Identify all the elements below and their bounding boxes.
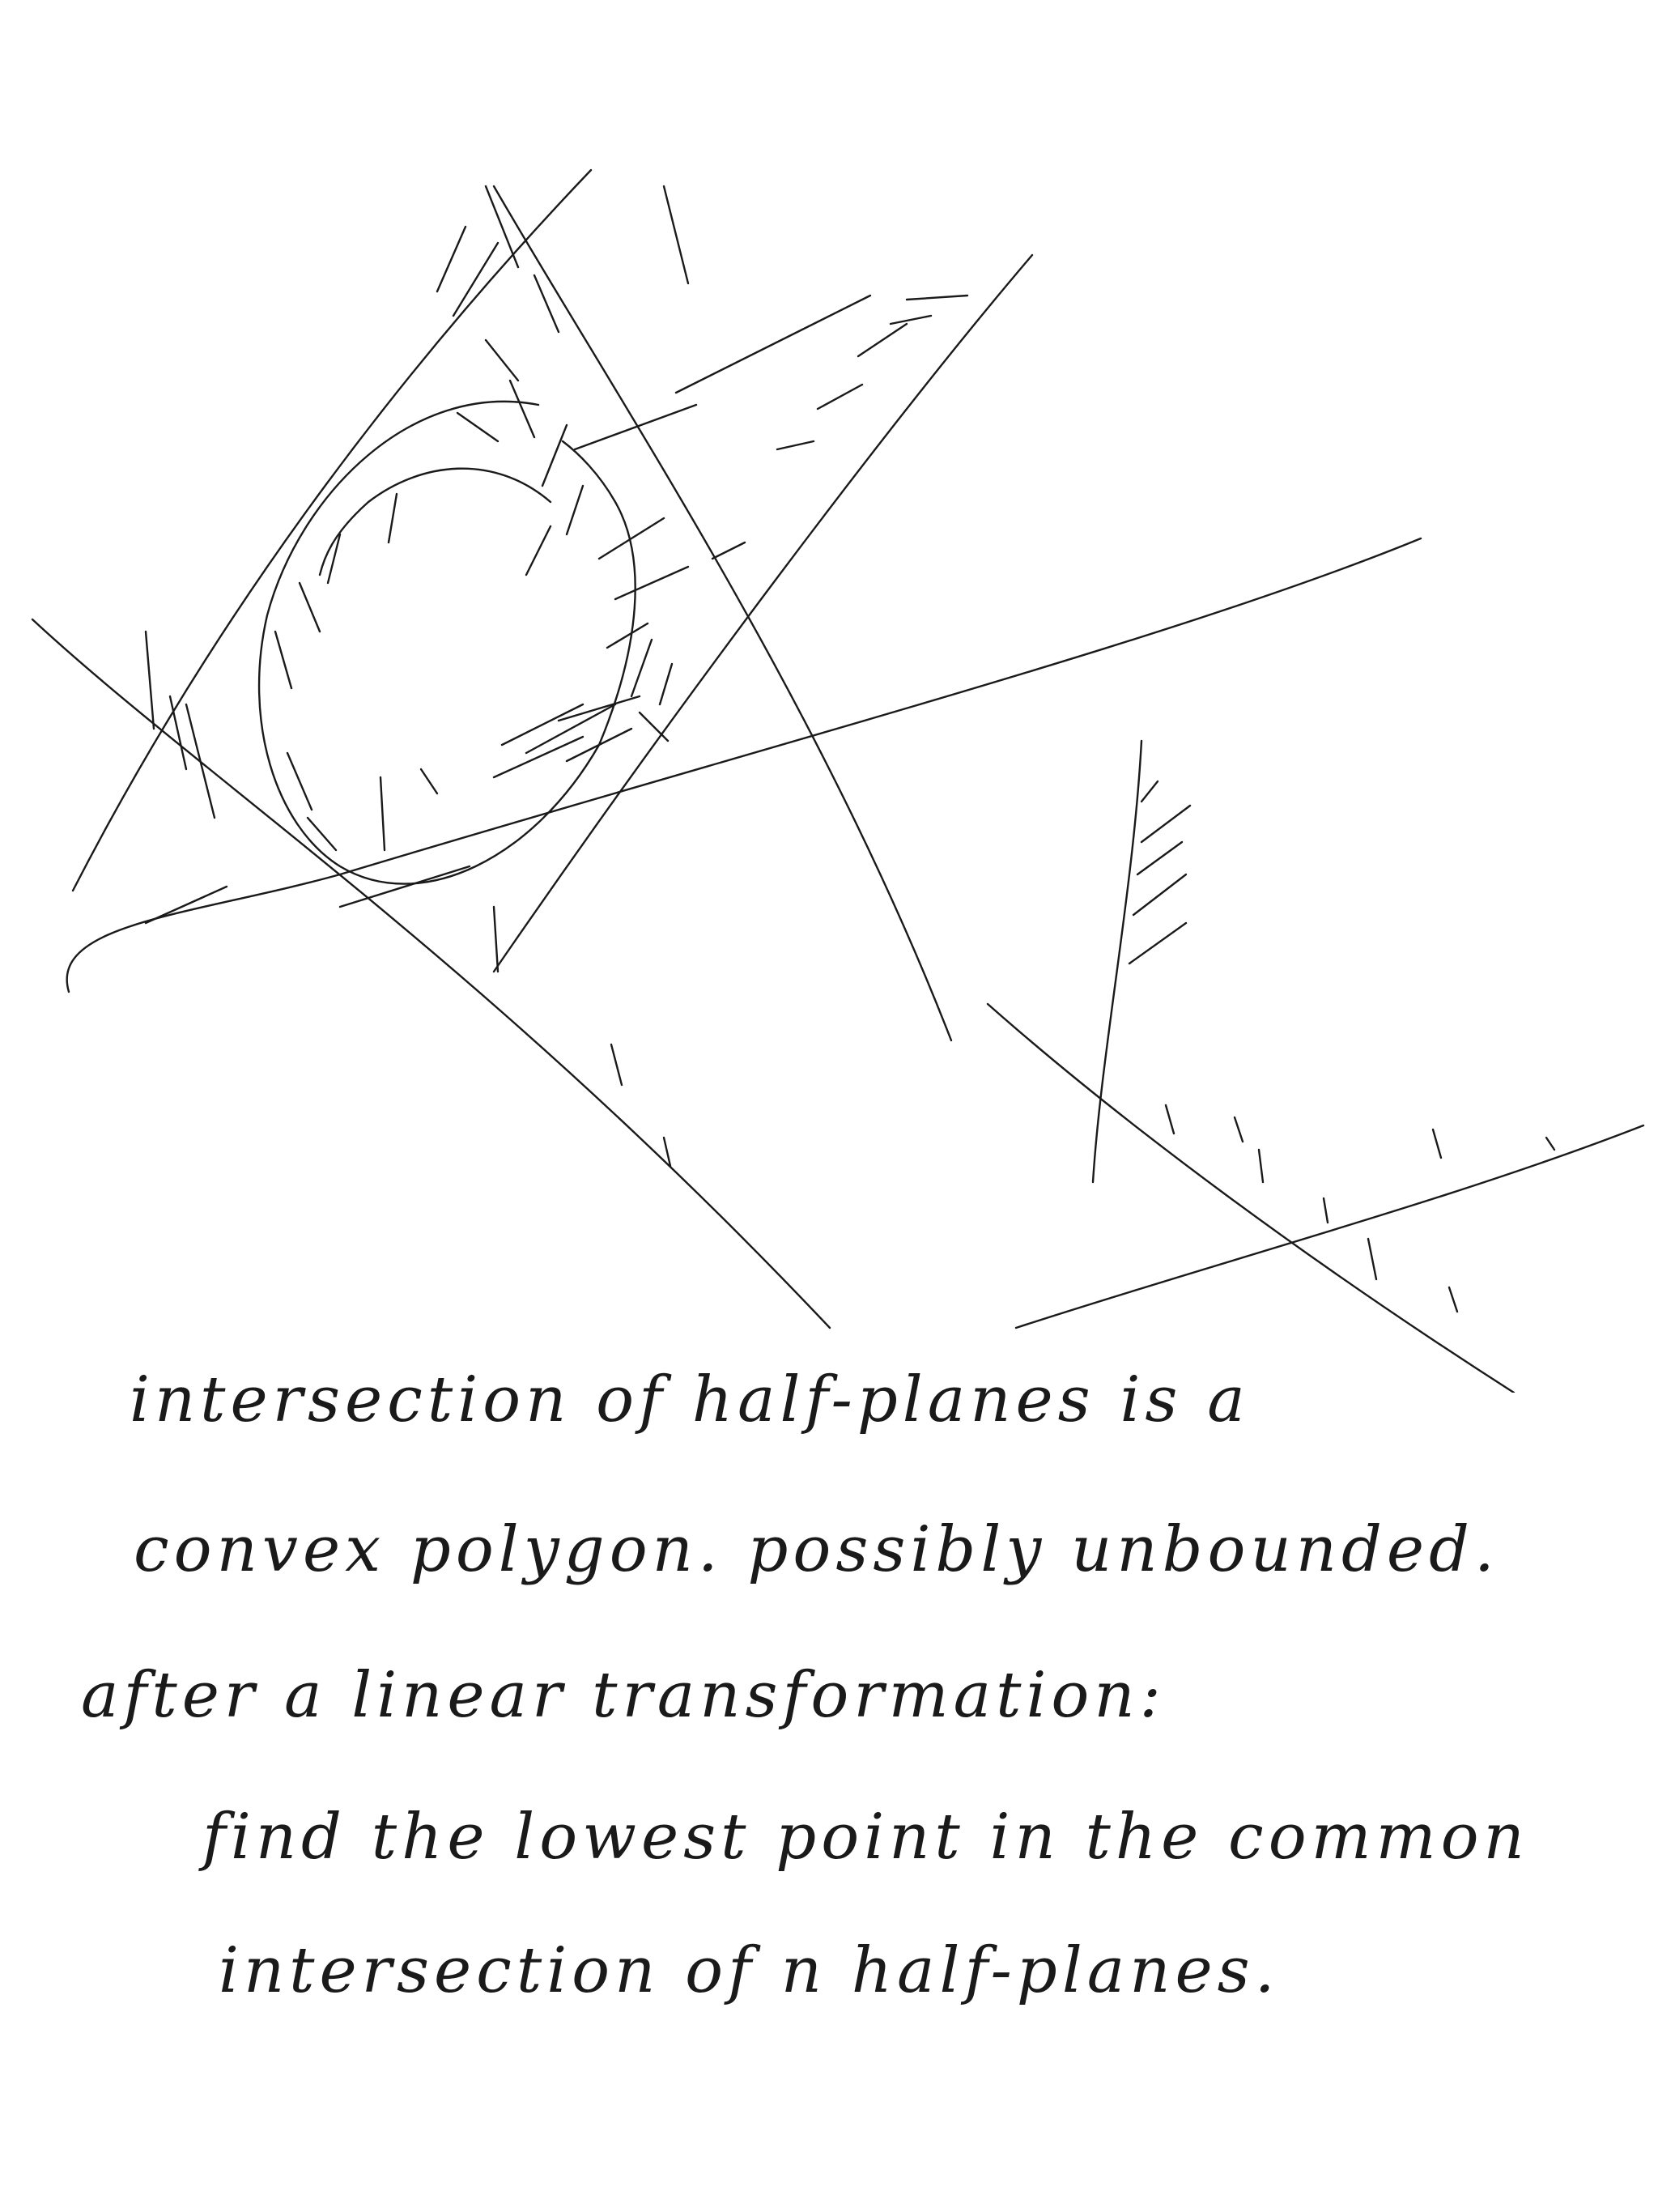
hatch (502, 704, 583, 745)
hatch (308, 818, 336, 850)
note-line-1: intersection of half-planes is a (130, 1368, 1250, 1431)
hatch (1546, 1138, 1554, 1150)
sketch-line-left-diagonal (32, 619, 830, 1328)
hatch (907, 296, 967, 300)
hatch (1129, 923, 1186, 963)
hatch (457, 413, 498, 441)
hatch (640, 713, 668, 741)
sketch-ellipse-inner (320, 469, 551, 575)
hatch (1449, 1287, 1457, 1312)
hatch (607, 623, 648, 648)
hatch (380, 777, 385, 850)
hatch (1235, 1117, 1243, 1142)
half-plane-sketch (0, 0, 1658, 1393)
sketch-line-right-vertical (1093, 741, 1141, 1182)
sketch-line-left-steep (73, 170, 591, 891)
hatch (660, 664, 672, 704)
hatch (664, 186, 688, 283)
sketch-line-right-shallow (1016, 1125, 1643, 1328)
hatch (340, 866, 470, 907)
note-line-4: find the lowest point in the common (202, 1806, 1529, 1869)
hatch (526, 704, 615, 753)
hatch (146, 632, 154, 729)
note-line-5: intersection of n half-planes. (219, 1939, 1280, 2002)
hatch (300, 583, 320, 632)
hatch (1137, 842, 1182, 874)
hatch (421, 769, 437, 793)
hatch (534, 275, 559, 332)
hatch (494, 907, 498, 972)
hatch (858, 324, 907, 356)
hatch (567, 729, 631, 761)
hatch (1166, 1105, 1174, 1134)
hatch (275, 632, 291, 688)
hatch (891, 316, 931, 324)
hatch (1324, 1198, 1328, 1223)
hatch (611, 1044, 622, 1085)
hatch (186, 704, 215, 818)
hatch (1141, 781, 1158, 802)
hatch (1368, 1239, 1376, 1279)
hatch (437, 227, 466, 291)
hatch (510, 381, 534, 437)
hatch (1259, 1150, 1263, 1182)
hatch (712, 542, 745, 559)
hatch (567, 486, 583, 534)
hatch (777, 441, 814, 449)
hatch (615, 567, 688, 599)
hatch (676, 296, 870, 393)
hatch (818, 385, 862, 409)
hatch (486, 340, 518, 381)
hatch (170, 696, 186, 769)
sketch-line-center-steep (494, 186, 951, 1040)
hatch (526, 526, 551, 575)
hatch (542, 425, 567, 486)
hatch (1141, 806, 1190, 842)
hatch (1133, 874, 1186, 915)
hatch (287, 753, 312, 810)
hatch (575, 405, 696, 449)
hatch (1433, 1129, 1441, 1158)
sketch-line-right-steep (494, 255, 1032, 972)
hatch (559, 696, 640, 721)
note-line-3: after a linear transformation: (81, 1664, 1166, 1727)
hatch (389, 494, 397, 542)
sketch-ellipse-outer (259, 402, 636, 884)
hatch (599, 518, 664, 559)
note-line-2: convex polygon. possibly unbounded. (134, 1518, 1499, 1581)
hatch (631, 640, 652, 696)
